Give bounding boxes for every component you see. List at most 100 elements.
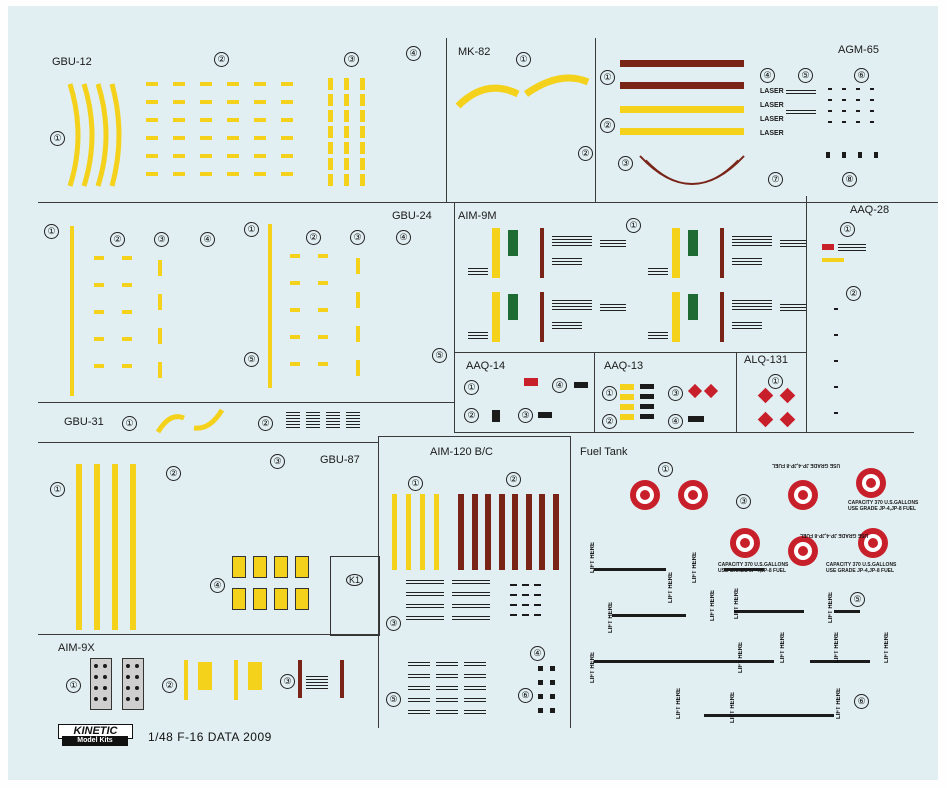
gbu12-stencil bbox=[281, 100, 293, 104]
gbu12-stencil bbox=[281, 118, 293, 122]
callout-2: ② bbox=[578, 146, 593, 161]
callout-3: ③ bbox=[270, 454, 285, 469]
gbu24-stencil bbox=[94, 256, 104, 260]
fuel-target-markings bbox=[620, 468, 910, 578]
aim120-brown-stripe bbox=[552, 494, 559, 570]
lift-here-stencil: LIFT HERE bbox=[590, 542, 596, 573]
gbu87-box bbox=[232, 556, 246, 578]
aim9x-yellow-bar bbox=[184, 660, 188, 700]
aaq13-black-tag bbox=[640, 404, 654, 409]
lift-here-stencil: LIFT HERE bbox=[884, 632, 890, 663]
divider bbox=[38, 402, 454, 403]
gbu24-stencil bbox=[122, 364, 132, 368]
callout-1: ① bbox=[600, 70, 615, 85]
gbu12-stencil bbox=[281, 154, 293, 158]
aim120-yellow-stripe bbox=[406, 494, 411, 570]
aim120-small-dash bbox=[510, 614, 517, 616]
aim120-brown-stripe bbox=[525, 494, 532, 570]
gbu24-stencil bbox=[290, 335, 300, 339]
gbu87-stripe bbox=[130, 464, 136, 630]
gbu24-bar bbox=[158, 328, 162, 344]
aaq14-block bbox=[492, 410, 500, 422]
agm65-stripe bbox=[620, 60, 744, 67]
fuel-target bbox=[678, 480, 708, 510]
callout-1: ① bbox=[50, 482, 65, 497]
aaq13-black-tag bbox=[640, 394, 654, 399]
gbu31-text-block bbox=[286, 412, 300, 430]
aim9m-green-tag bbox=[688, 230, 698, 256]
aim120-brown-stripes bbox=[458, 494, 566, 570]
divider bbox=[446, 38, 447, 203]
divider bbox=[594, 352, 595, 433]
aim120-pin bbox=[538, 708, 543, 713]
aim120-small-dash bbox=[534, 604, 541, 606]
agm65-figure bbox=[826, 152, 830, 158]
aaq13-decal-stack bbox=[620, 384, 660, 426]
agm65-stripe bbox=[620, 128, 744, 135]
gbu12-stencil bbox=[254, 154, 266, 158]
aim9m-data-text bbox=[552, 322, 582, 330]
aim120-data-block bbox=[408, 662, 430, 668]
divider bbox=[378, 436, 379, 728]
aim120-data-block bbox=[408, 710, 430, 716]
gbu24-stencil bbox=[290, 254, 300, 258]
gbu24-stencil bbox=[122, 337, 132, 341]
aim120-pin bbox=[550, 694, 555, 699]
agm65-dot-grid bbox=[828, 88, 888, 132]
aim9x-hole bbox=[94, 686, 98, 690]
laser-stencil: LASER bbox=[760, 116, 784, 123]
aaq14-red-label bbox=[524, 378, 538, 386]
aaq13-black-tag bbox=[640, 384, 654, 389]
lift-here-stencil: LIFT HERE bbox=[780, 632, 786, 663]
agm65-stripe bbox=[620, 82, 744, 89]
aim120-yellow-stripe bbox=[392, 494, 397, 570]
agm65-dot bbox=[856, 121, 860, 123]
aim9x-hole bbox=[103, 697, 107, 701]
aim9m-data-text bbox=[732, 322, 762, 330]
callout-2: ② bbox=[602, 414, 617, 429]
gbu12-stencil bbox=[254, 172, 266, 176]
section-title-aaq28: AAQ-28 bbox=[850, 204, 890, 216]
callout-1: ① bbox=[44, 224, 59, 239]
aim9x-panel bbox=[122, 658, 144, 710]
aim120-data-blocks bbox=[408, 662, 508, 726]
gbu12-stencil bbox=[200, 100, 212, 104]
gbu12-stencil bbox=[146, 82, 158, 86]
callout-4: ④ bbox=[668, 414, 683, 429]
lift-bar bbox=[612, 614, 686, 617]
k1-label: K1 bbox=[346, 574, 364, 586]
aim9m-data-text bbox=[600, 304, 626, 312]
gbu12-bar bbox=[344, 158, 349, 170]
gbu12-bar bbox=[344, 126, 349, 138]
divider bbox=[38, 634, 378, 635]
section-title-gbu31: GBU-31 bbox=[64, 416, 104, 428]
aim9x-hole bbox=[94, 697, 98, 701]
fuel-target-core bbox=[740, 538, 750, 548]
gbu87-box bbox=[295, 588, 309, 610]
fuel-target-core bbox=[640, 490, 650, 500]
aim9x-hole bbox=[126, 664, 130, 668]
aaq28-tick bbox=[834, 412, 838, 414]
gbu24-stencil bbox=[94, 283, 104, 287]
aaq14-block bbox=[574, 382, 588, 388]
gbu12-bar bbox=[360, 110, 365, 122]
gbu24-stencil bbox=[290, 362, 300, 366]
aim9m-data-text bbox=[648, 332, 668, 340]
aim9m-data-text bbox=[468, 332, 488, 340]
gbu24-bar bbox=[356, 292, 360, 308]
gbu12-bar bbox=[328, 142, 333, 154]
gbu12-stencil bbox=[200, 136, 212, 140]
aim9x-brown-bar bbox=[298, 660, 302, 698]
section-title-gbu12: GBU-12 bbox=[52, 56, 92, 68]
aaq13-warning-diamonds bbox=[687, 382, 720, 402]
warning-diamond bbox=[757, 387, 774, 404]
gbu12-bar bbox=[328, 110, 333, 122]
fuel-capacity-text: CAPACITY 370 U.S.GALLONS bbox=[718, 562, 789, 568]
gbu12-stencil bbox=[281, 172, 293, 176]
aim120-data-block bbox=[464, 662, 486, 668]
gbu24-long-stripe bbox=[70, 226, 74, 396]
callout-5: ⑤ bbox=[244, 352, 259, 367]
warning-diamond bbox=[779, 411, 796, 428]
callout-3: ③ bbox=[344, 52, 359, 67]
aim120-brown-stripe bbox=[498, 494, 505, 570]
